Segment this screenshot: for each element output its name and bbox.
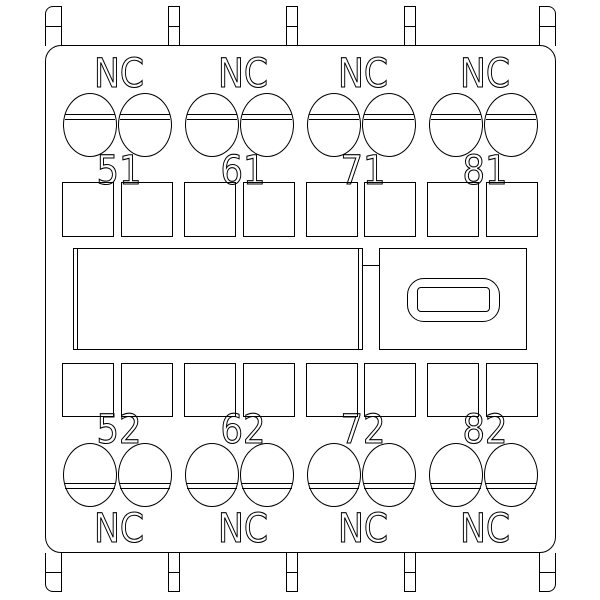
cable-opening-bottom-6 — [364, 363, 416, 417]
screw-terminal-61-right — [240, 93, 294, 157]
screw-slot — [120, 114, 170, 120]
mounting-tab-top-2 — [168, 6, 180, 46]
cable-opening-bottom-2 — [121, 363, 173, 417]
center-label-window — [73, 248, 363, 350]
screw-slot — [364, 483, 414, 489]
cable-opening-bottom-3 — [184, 363, 236, 417]
screw-terminal-71-left — [307, 93, 361, 157]
mounting-tab-bottom-4 — [404, 553, 416, 592]
tab-divider-line — [405, 572, 415, 573]
screw-slot — [242, 483, 292, 489]
screw-slot — [486, 483, 536, 489]
screw-slot — [187, 114, 237, 120]
cable-opening-top-5 — [306, 182, 358, 237]
cable-opening-top-4 — [243, 182, 295, 237]
tab-divider-line — [287, 26, 297, 27]
cable-opening-bottom-5 — [306, 363, 358, 417]
screw-slot — [486, 114, 536, 120]
tab-divider-line — [405, 26, 415, 27]
screw-terminal-72-right — [362, 443, 416, 507]
cable-opening-bottom-4 — [243, 363, 295, 417]
screw-terminal-51-right — [118, 93, 172, 157]
window-inner-edge-right — [357, 249, 359, 349]
cable-opening-top-6 — [364, 182, 416, 237]
mounting-tab-bottom-1 — [45, 553, 62, 592]
screw-terminal-72-left — [307, 443, 361, 507]
screw-terminal-81-left — [429, 93, 483, 157]
screw-slot — [309, 483, 359, 489]
window-inner-edge-left — [77, 249, 79, 349]
screw-slot — [120, 483, 170, 489]
mounting-tab-bottom-2 — [168, 553, 180, 592]
mounting-tab-top-1 — [45, 6, 62, 46]
screw-terminal-62-left — [185, 443, 239, 507]
screw-terminal-61-left — [185, 93, 239, 157]
screw-terminal-52-left — [63, 443, 117, 507]
screw-terminal-51-left — [63, 93, 117, 157]
cable-opening-top-3 — [184, 182, 236, 237]
screw-slot — [242, 114, 292, 120]
screw-slot — [65, 114, 115, 120]
cable-opening-bottom-8 — [486, 363, 538, 417]
screw-terminal-81-right — [484, 93, 538, 157]
cable-opening-bottom-1 — [62, 363, 114, 417]
screw-terminal-82-left — [429, 443, 483, 507]
screw-slot — [309, 114, 359, 120]
mounting-tab-bottom-5 — [539, 553, 556, 592]
center-bridge-line — [362, 265, 380, 267]
mounting-tab-top-4 — [404, 6, 416, 46]
tab-divider-line — [540, 572, 555, 573]
screw-slot — [187, 483, 237, 489]
cable-opening-top-1 — [62, 182, 114, 237]
screw-terminal-82-right — [484, 443, 538, 507]
mounting-tab-top-5 — [539, 6, 556, 46]
tab-divider-line — [46, 572, 61, 573]
tab-divider-line — [287, 572, 297, 573]
cable-opening-top-2 — [121, 182, 173, 237]
tab-divider-line — [169, 26, 179, 27]
latch-release-slot — [417, 287, 490, 312]
tab-divider-line — [169, 572, 179, 573]
cable-opening-bottom-7 — [427, 363, 479, 417]
screw-terminal-62-right — [240, 443, 294, 507]
screw-slot — [431, 114, 481, 120]
screw-terminal-52-right — [118, 443, 172, 507]
tab-divider-line — [540, 26, 555, 27]
screw-slot — [364, 114, 414, 120]
screw-slot — [431, 483, 481, 489]
mounting-tab-bottom-3 — [286, 553, 298, 592]
screw-slot — [65, 483, 115, 489]
cable-opening-top-8 — [486, 182, 538, 237]
cable-opening-top-7 — [427, 182, 479, 237]
tab-divider-line — [46, 26, 61, 27]
mounting-tab-top-3 — [286, 6, 298, 46]
screw-terminal-71-right — [362, 93, 416, 157]
